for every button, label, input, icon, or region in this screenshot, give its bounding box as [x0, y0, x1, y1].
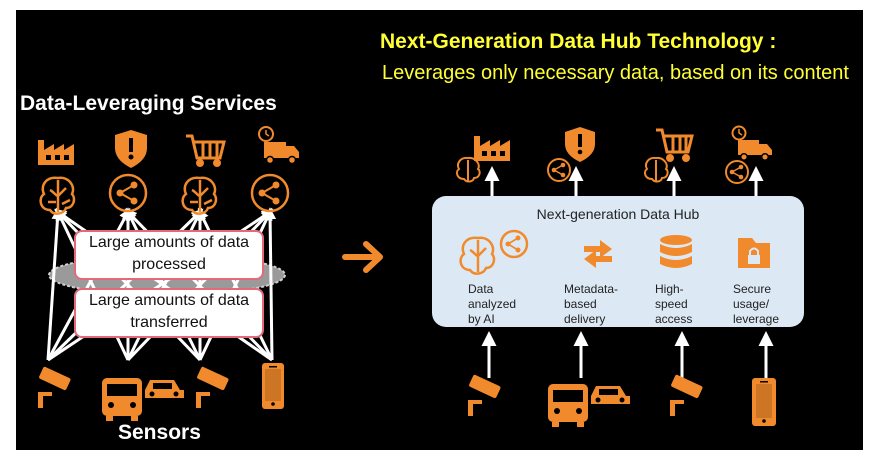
- right-title: Next-Generation Data Hub Technology :: [380, 30, 777, 53]
- cctv-camera-icon: [468, 374, 501, 416]
- vehicles-icon: [548, 384, 630, 427]
- feature-high-speed-access: High-speed access: [655, 282, 693, 326]
- share-icon: [108, 173, 148, 213]
- note-data-transferred: Large amounts of data transferred: [74, 288, 264, 338]
- shield-alert-icon: [565, 127, 595, 162]
- sensors-heading: Sensors: [118, 421, 201, 444]
- cart-icon: [186, 134, 226, 167]
- transition-arrow: [342, 241, 383, 273]
- cctv-camera-icon: [670, 374, 703, 416]
- delivery-truck-icon: [731, 125, 772, 162]
- right-subtitle: Leverages only necessary data, based on …: [382, 62, 849, 84]
- cctv-camera-icon: [38, 366, 71, 408]
- smartphone-icon: [262, 363, 284, 409]
- share-icon: [547, 158, 571, 182]
- hub-title: Next-generation Data Hub: [536, 206, 700, 222]
- cart-icon: [656, 128, 694, 162]
- services-heading: Data-Leveraging Services: [20, 92, 277, 115]
- brain-icon: [39, 176, 76, 215]
- brain-icon: [181, 176, 218, 215]
- note-data-processed: Large amounts of data processed: [74, 230, 264, 280]
- cctv-camera-icon: [196, 366, 229, 408]
- hub-arrows: [481, 166, 774, 378]
- share-icon: [250, 173, 290, 213]
- vehicles-icon: [102, 378, 184, 421]
- feature-secure-usage: Secure usage/ leverage: [733, 282, 780, 326]
- feature-metadata-delivery: Metadata-based delivery: [564, 282, 619, 326]
- smartphone-icon: [752, 378, 776, 426]
- shield-alert-icon: [115, 130, 147, 168]
- factory-icon: [474, 136, 510, 161]
- factory-icon: [38, 140, 74, 165]
- brain-icon: [643, 156, 669, 183]
- share-icon: [725, 160, 749, 184]
- feature-ai-analysis: Data analyzed by AI: [468, 282, 517, 326]
- brain-icon: [455, 156, 481, 183]
- delivery-truck-icon: [258, 126, 299, 165]
